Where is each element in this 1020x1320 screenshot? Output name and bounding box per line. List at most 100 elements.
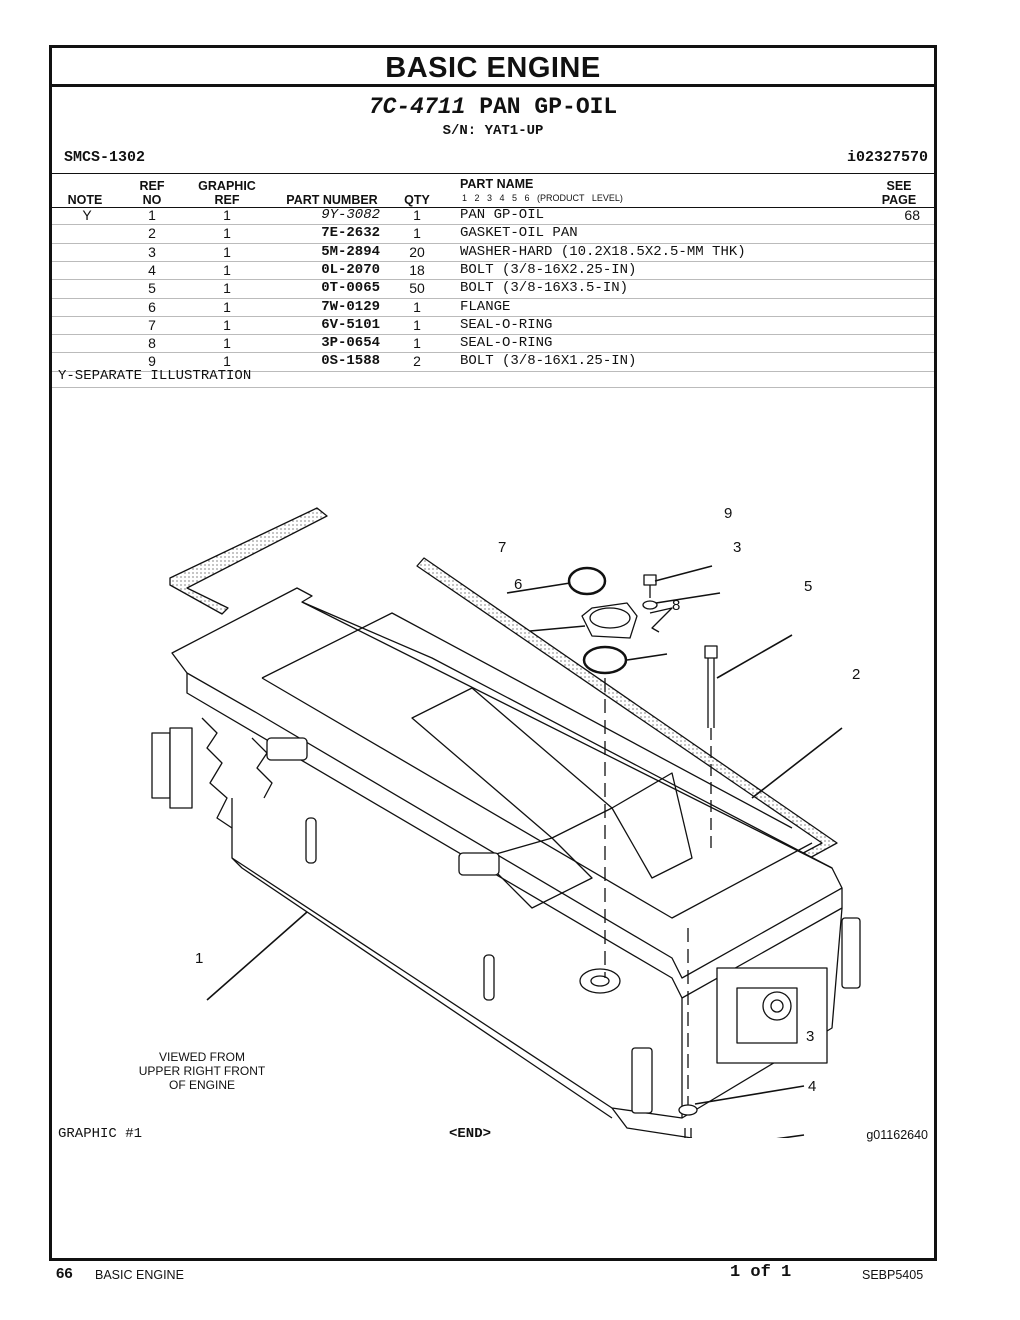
page-frame: BASIC ENGINE 7C-4711 PAN GP-OIL S/N: YAT…: [49, 45, 937, 1261]
table-top-rule: [52, 173, 934, 174]
callout-8: 8: [672, 597, 681, 614]
ref-cell: 9: [148, 353, 156, 370]
graphic-label: GRAPHIC #1: [58, 1126, 143, 1142]
callout-6: 6: [514, 576, 523, 593]
header-ref-2: NO: [142, 193, 162, 207]
ref-cell: 1: [148, 207, 156, 223]
ref-cell: 2: [148, 225, 156, 242]
graphic-ref-cell: 1: [223, 353, 231, 370]
header-ref-1: REF: [139, 179, 165, 193]
page-title: BASIC ENGINE: [52, 48, 934, 87]
row-rule: [52, 315, 934, 317]
note-cell: Y: [82, 207, 92, 223]
serial-number: S/N: YAT1-UP: [442, 123, 544, 139]
part-number-cell: 5M-2894: [321, 243, 380, 260]
graphic-ref-cell: 1: [223, 280, 231, 297]
qty-cell: 1: [413, 225, 421, 242]
callout-5: 5: [804, 578, 813, 595]
qty-cell: 18: [409, 261, 425, 278]
header-part-number: PART NUMBER: [286, 193, 378, 207]
oil-pan-illustration: [151, 507, 861, 1138]
ref-cell: 5: [148, 280, 156, 297]
row-rule: [52, 224, 934, 226]
part-name-cell: BOLT (3/8-16X3.5-IN): [460, 280, 629, 297]
row-rule: [52, 260, 934, 262]
qty-cell: 1: [413, 316, 421, 333]
callout-4: 4: [808, 1078, 817, 1095]
info-reference: i02327570: [846, 149, 928, 166]
qty-cell: 1: [413, 207, 421, 223]
header-graphic-1: GRAPHIC: [198, 179, 256, 193]
header-product-level: 1 2 3 4 5 6 (PRODUCT LEVEL): [462, 193, 623, 203]
view-note-line-1: VIEWED FROM: [159, 1050, 245, 1064]
part-name-cell: BOLT (3/8-16X1.25-IN): [460, 353, 637, 370]
row-rule: [52, 279, 934, 281]
ref-cell: 3: [148, 243, 156, 260]
smcs-code: SMCS-1302: [64, 149, 146, 166]
part-number-cell: 0T-0065: [321, 280, 380, 297]
part-number-cell: 9Y-3082: [321, 207, 380, 223]
qty-cell: 1: [413, 298, 421, 315]
group-part-number: 7C-4711: [368, 94, 466, 120]
group-title: 7C-4711 PAN GP-OIL: [52, 94, 934, 120]
view-note: VIEWED FROM UPPER RIGHT FRONT OF ENGINE: [122, 1050, 282, 1092]
row-rule: [52, 297, 934, 299]
callout-2: 2: [852, 666, 861, 683]
end-label: <END>: [449, 1126, 492, 1142]
header-see-2: PAGE: [881, 193, 917, 207]
part-number-cell: 7W-0129: [321, 298, 380, 315]
graphic-ref-cell: 1: [223, 207, 231, 223]
graphic-ref-cell: 1: [223, 261, 231, 278]
header-rule: [52, 207, 934, 208]
ref-cell: 8: [148, 335, 156, 352]
footer-page-number: 66: [56, 1265, 73, 1282]
row-rule: [52, 352, 934, 354]
callout-9: 9: [724, 505, 733, 522]
part-name-cell: BOLT (3/8-16X2.25-IN): [460, 261, 637, 278]
part-name-cell: FLANGE: [460, 298, 511, 315]
callout-3-top: 3: [733, 539, 742, 556]
part-name-cell: WASHER-HARD (10.2X18.5X2.5-MM THK): [460, 243, 746, 260]
part-number-cell: 3P-0654: [321, 335, 380, 352]
part-name-cell: GASKET-OIL PAN: [460, 225, 578, 242]
graphic-ref-cell: 1: [223, 225, 231, 242]
footnote-rule: [52, 387, 934, 388]
graphic-ref-cell: 1: [223, 243, 231, 260]
header-graphic-2: REF: [214, 193, 240, 207]
table-row: 2 1 7E-2632 1 GASKET-OIL PAN: [52, 224, 934, 242]
header-qty: QTY: [404, 193, 430, 207]
view-note-line-2: UPPER RIGHT FRONT: [138, 1064, 266, 1078]
header-see-1: SEE: [886, 179, 912, 193]
part-number-cell: 6V-5101: [321, 316, 380, 333]
qty-cell: 2: [413, 353, 421, 370]
graphic-ref-cell: 1: [223, 298, 231, 315]
part-name-cell: PAN GP-OIL: [460, 207, 545, 223]
part-name-cell: SEAL-O-RING: [460, 335, 553, 352]
footer-page-of: 1 of 1: [730, 1263, 792, 1282]
graphic-reference: g01162640: [866, 1128, 928, 1142]
part-number-cell: 7E-2632: [321, 225, 380, 242]
part-name-cell: SEAL-O-RING: [460, 316, 553, 333]
view-note-line-3: OF ENGINE: [168, 1078, 235, 1092]
callout-3-bottom: 3: [806, 1028, 815, 1045]
row-rule: [52, 334, 934, 336]
row-rule: [52, 370, 934, 372]
ref-cell: 6: [148, 298, 156, 315]
graphic-ref-cell: 1: [223, 335, 231, 352]
header-note: NOTE: [67, 193, 103, 207]
table-row: 6 1 7W-0129 1 FLANGE: [52, 298, 934, 316]
row-rule: [52, 242, 934, 244]
group-name: PAN GP-OIL: [479, 94, 618, 120]
callout-7: 7: [498, 539, 507, 556]
ref-cell: 4: [148, 261, 156, 278]
callout-1: 1: [195, 950, 204, 967]
footer-document: SEBP5405: [862, 1268, 924, 1282]
ref-cell: 7: [148, 316, 156, 333]
gasket-left: [169, 507, 328, 615]
header-part-name: PART NAME: [460, 177, 534, 191]
